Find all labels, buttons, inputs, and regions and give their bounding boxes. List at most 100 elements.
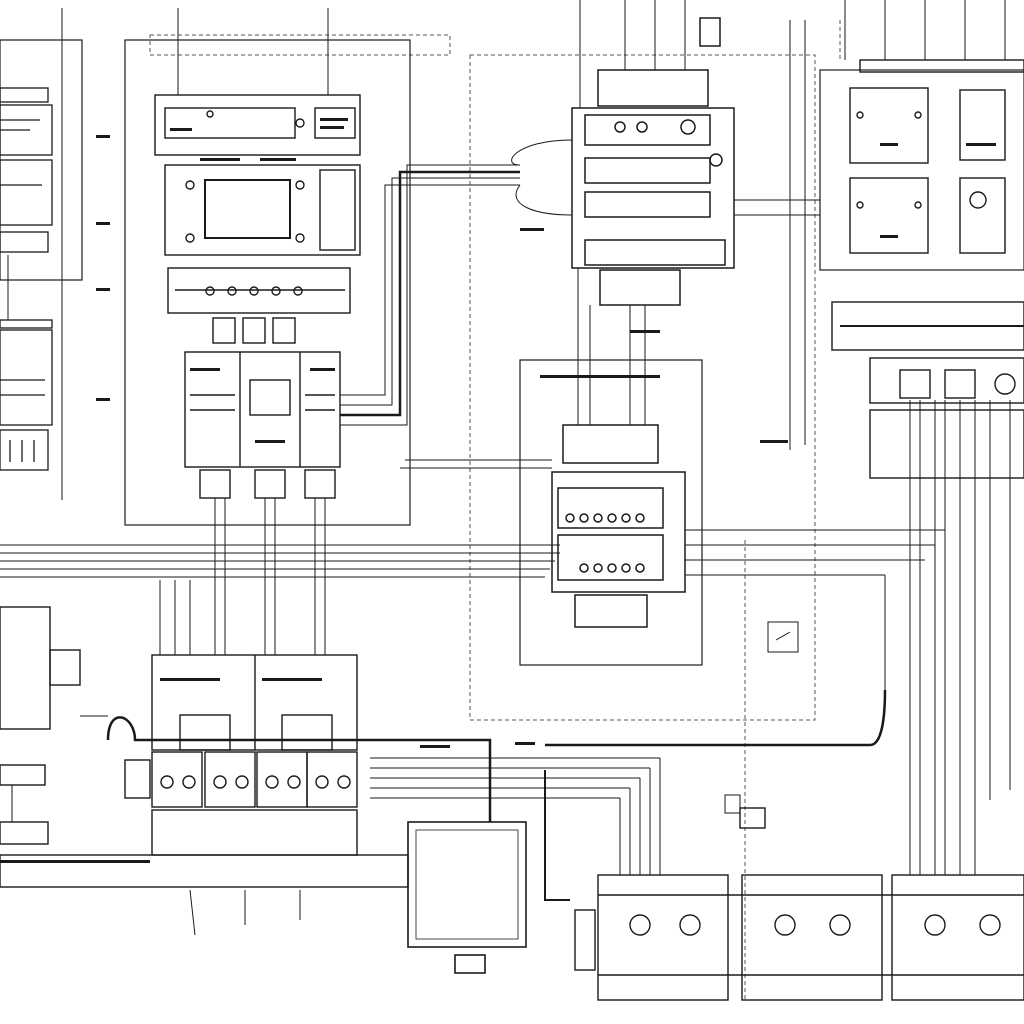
small-fuse <box>724 794 741 814</box>
busbar-breaker <box>944 369 976 399</box>
motor-terminal-box <box>49 649 81 686</box>
wiring-harness <box>0 0 1011 936</box>
fuse-holder <box>272 317 296 344</box>
controller-housing <box>154 94 361 156</box>
breaker-side-clamp <box>124 759 151 799</box>
switch-box <box>767 621 799 653</box>
contactor-group <box>597 874 729 1001</box>
left-panel-b <box>0 319 53 471</box>
frame-upper-left <box>124 39 411 526</box>
controller-faceplate <box>164 107 296 139</box>
center-terminal-block <box>551 424 686 628</box>
breaker-cover <box>179 714 231 751</box>
right-mid-busbar <box>831 301 1024 479</box>
breaker-unit <box>204 751 256 808</box>
plc-housing <box>571 107 735 269</box>
frame-outlines <box>0 39 1024 666</box>
transformer-core <box>415 829 519 940</box>
breaker-cover <box>281 714 333 751</box>
contactor-aux-relay <box>739 807 766 829</box>
screw-icon <box>856 201 864 209</box>
relay-terminal <box>254 469 286 499</box>
display-unit <box>164 164 361 256</box>
screw-icon <box>185 180 195 190</box>
contactor-group <box>741 874 883 1001</box>
busbar-knob-icon <box>994 373 1016 395</box>
plc-status-light-icon <box>636 121 648 133</box>
plc-top-rail <box>584 114 711 146</box>
terminal-strip-upper <box>167 267 351 344</box>
dashed-enclosures <box>149 20 841 1000</box>
breaker-unit <box>151 751 203 808</box>
breaker-row-lower-left <box>0 654 409 888</box>
fuse-holder <box>212 317 236 344</box>
top-center-plc <box>571 17 735 306</box>
switch-symbol <box>724 621 799 814</box>
display-screen <box>204 179 291 239</box>
meter-panel <box>959 89 1006 161</box>
motor-base <box>0 764 46 786</box>
relay-terminal <box>304 469 336 499</box>
left-panel-a <box>0 87 53 253</box>
frame-center <box>519 359 703 666</box>
center-block-connector <box>574 594 648 628</box>
plc-knob-icon <box>680 119 696 135</box>
left-panel-a-header <box>0 87 49 103</box>
screw-icon <box>295 180 305 190</box>
contactor-bank-bottom-right <box>574 807 1024 1001</box>
plc-io-card <box>584 191 711 218</box>
plc-bottom-terminals <box>584 239 726 266</box>
busbar-housing <box>831 301 1024 351</box>
screw-icon <box>295 233 305 243</box>
display-housing <box>164 164 361 256</box>
indicator-light-icon <box>206 110 214 118</box>
gauge-icon <box>969 191 987 209</box>
busbar-lower-panel <box>869 409 1024 479</box>
right-top-enclosure <box>849 59 1024 254</box>
transformer-box <box>407 821 527 974</box>
terminal-screw-icon <box>205 286 215 296</box>
motor-unit-left <box>0 606 81 845</box>
frame-left-edge <box>0 39 83 281</box>
terminal-screw-icon <box>249 286 259 296</box>
transformer-terminal <box>454 954 486 974</box>
transformer-housing <box>407 821 527 948</box>
left-panel-b-top <box>0 319 53 329</box>
contactor-side-clamp <box>574 909 596 971</box>
dashed-enclosure-center <box>469 54 816 721</box>
meter-panel <box>849 177 929 254</box>
meter-panel <box>849 87 929 164</box>
terminal-screw-icon <box>271 286 281 296</box>
left-panel-a-screen <box>0 159 53 226</box>
screw-icon <box>856 111 864 119</box>
relay-coil <box>249 379 291 416</box>
dashed-top-route <box>149 34 451 56</box>
screw-icon <box>185 233 195 243</box>
center-block-row <box>557 534 664 581</box>
center-block-row <box>557 487 664 529</box>
left-panel-a-terminals <box>0 231 49 253</box>
busbar-breaker-row <box>869 357 1024 404</box>
center-block-housing <box>551 471 686 593</box>
plc-io-card <box>584 157 711 184</box>
plc-knob-icon <box>709 153 723 167</box>
screw-icon <box>914 201 922 209</box>
relay-module-housing <box>184 351 341 468</box>
busbar-breaker <box>899 369 931 399</box>
breaker-unit <box>306 751 358 808</box>
enclosure-top-rail <box>859 59 1024 73</box>
plc-top-connector <box>597 69 709 107</box>
frame-right-top <box>819 69 1024 271</box>
switch-contact-icon <box>775 631 791 641</box>
indicator-light-icon <box>295 118 305 128</box>
annotation-marks <box>0 118 996 863</box>
fuse-holder <box>242 317 266 344</box>
left-panel-b-terminals <box>0 429 49 471</box>
plc-top-fuse <box>699 17 721 47</box>
plc-lower-connector <box>599 269 681 306</box>
terminal-strip-housing <box>167 267 351 314</box>
left-panel-a-body <box>0 104 53 156</box>
contactor-group <box>891 874 1024 1001</box>
controller-side-panel <box>314 107 356 139</box>
